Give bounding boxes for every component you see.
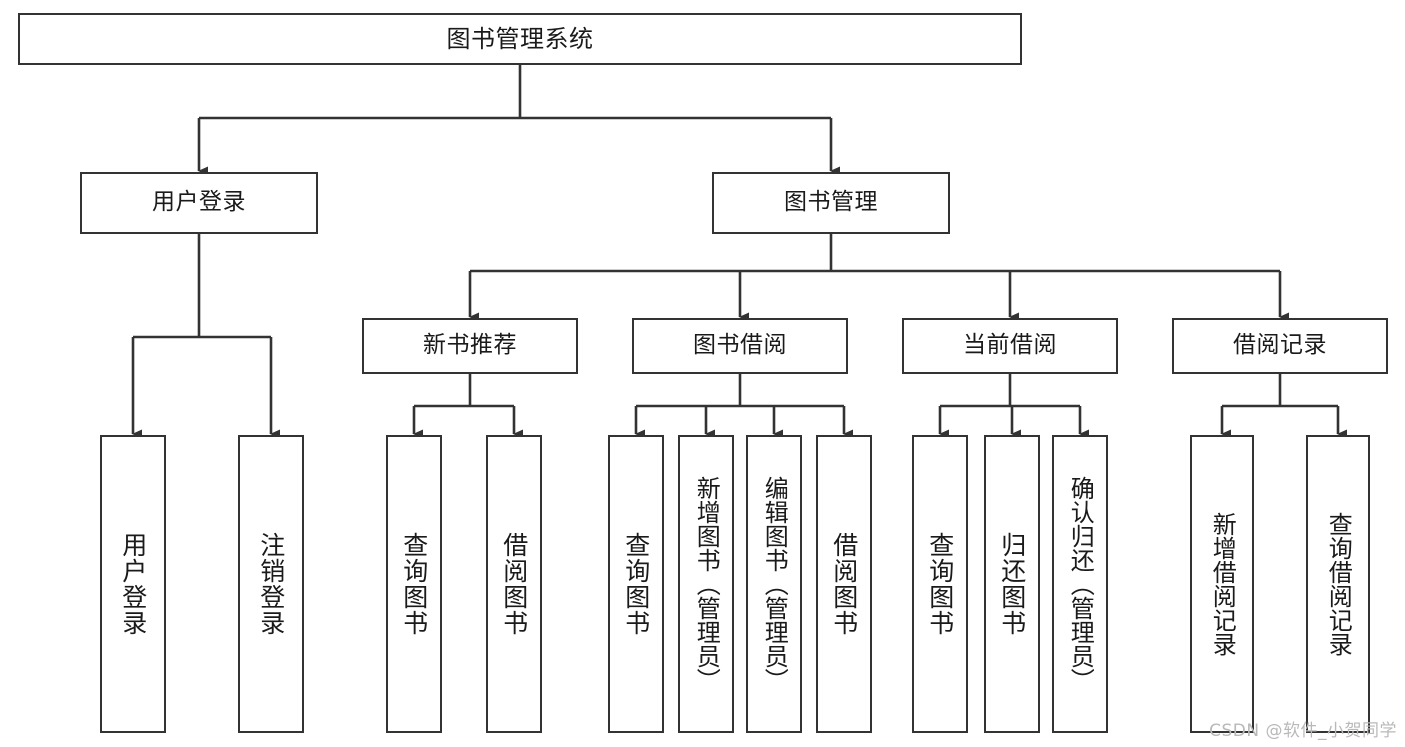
- leaf-label: 注销登录: [256, 532, 286, 636]
- csdn-watermark: CSDN @软件_小贺同学: [1209, 721, 1397, 741]
- node-borrow-record[interactable]: 借阅记录: [1172, 318, 1388, 374]
- node-root-label: 图书管理系统: [446, 24, 594, 53]
- leaf-label: 用户登录: [118, 532, 148, 636]
- leaf-label: 查询图书: [925, 532, 955, 636]
- node-label: 借阅记录: [1233, 332, 1327, 359]
- node-label: 图书借阅: [693, 332, 787, 359]
- leaf-leaf-query-record[interactable]: 查询借阅记录: [1306, 435, 1370, 733]
- node-label: 图书管理: [784, 189, 878, 216]
- leaf-leaf-logout[interactable]: 注销登录: [238, 435, 304, 733]
- leaf-leaf-query-book-c[interactable]: 查询图书: [912, 435, 968, 733]
- node-book-borrow[interactable]: 图书借阅: [632, 318, 848, 374]
- leaf-leaf-edit-book[interactable]: 编辑图书（管理员）: [746, 435, 802, 733]
- leaf-leaf-add-book[interactable]: 新增图书（管理员）: [678, 435, 734, 733]
- leaf-leaf-query-book-b[interactable]: 查询图书: [608, 435, 664, 733]
- leaf-leaf-add-record[interactable]: 新增借阅记录: [1190, 435, 1254, 733]
- leaf-label: 新增借阅记录: [1208, 512, 1237, 656]
- node-book-manage[interactable]: 图书管理: [712, 172, 950, 234]
- leaf-label: 查询图书: [399, 532, 429, 636]
- node-new-book-recommend[interactable]: 新书推荐: [362, 318, 578, 374]
- leaf-leaf-user-login[interactable]: 用户登录: [100, 435, 166, 733]
- leaf-label: 归还图书: [997, 532, 1027, 636]
- leaf-leaf-borrow-book-b[interactable]: 借阅图书: [816, 435, 872, 733]
- leaf-label: 确认归还（管理员）: [1066, 476, 1095, 692]
- leaf-leaf-borrow-book-a[interactable]: 借阅图书: [486, 435, 542, 733]
- node-label: 新书推荐: [423, 332, 517, 359]
- leaf-label: 查询图书: [621, 532, 651, 636]
- leaf-leaf-confirm-return[interactable]: 确认归还（管理员）: [1052, 435, 1108, 733]
- leaf-label: 编辑图书（管理员）: [760, 476, 789, 692]
- leaf-label: 借阅图书: [499, 532, 529, 636]
- leaf-leaf-query-book-a[interactable]: 查询图书: [386, 435, 442, 733]
- leaf-label: 借阅图书: [829, 532, 859, 636]
- node-current-borrow[interactable]: 当前借阅: [902, 318, 1118, 374]
- leaf-leaf-return-book[interactable]: 归还图书: [984, 435, 1040, 733]
- node-label: 用户登录: [152, 189, 246, 216]
- leaf-label: 新增图书（管理员）: [692, 476, 721, 692]
- node-root[interactable]: 图书管理系统: [18, 13, 1022, 65]
- node-user-login[interactable]: 用户登录: [80, 172, 318, 234]
- node-label: 当前借阅: [963, 332, 1057, 359]
- leaf-label: 查询借阅记录: [1324, 512, 1353, 656]
